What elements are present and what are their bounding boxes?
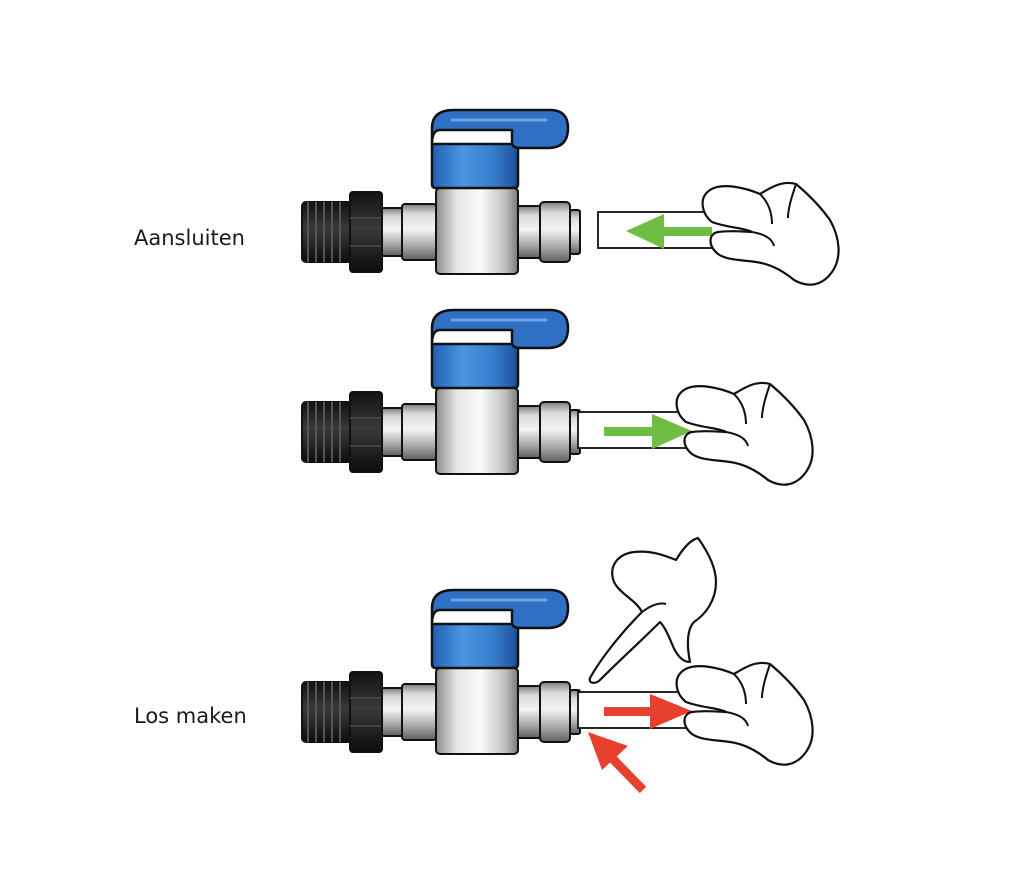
step-release — [300, 536, 814, 794]
pull-arrow-icon — [604, 694, 692, 729]
ball-valve-icon — [300, 108, 582, 276]
ball-valve-icon — [300, 588, 582, 756]
hand-icon — [701, 181, 840, 286]
label-connect: Aansluiten — [134, 226, 245, 250]
pointing-hand-icon — [588, 536, 718, 684]
hand-icon — [675, 661, 814, 766]
press-arrow-icon — [588, 732, 647, 794]
hand-icon — [675, 381, 814, 486]
ball-valve-icon — [300, 308, 582, 476]
push-arrow-icon — [626, 214, 712, 249]
pull-arrow-icon — [604, 414, 692, 449]
step-hold — [300, 308, 814, 486]
step-connect — [300, 108, 840, 286]
label-release: Los maken — [134, 704, 247, 728]
